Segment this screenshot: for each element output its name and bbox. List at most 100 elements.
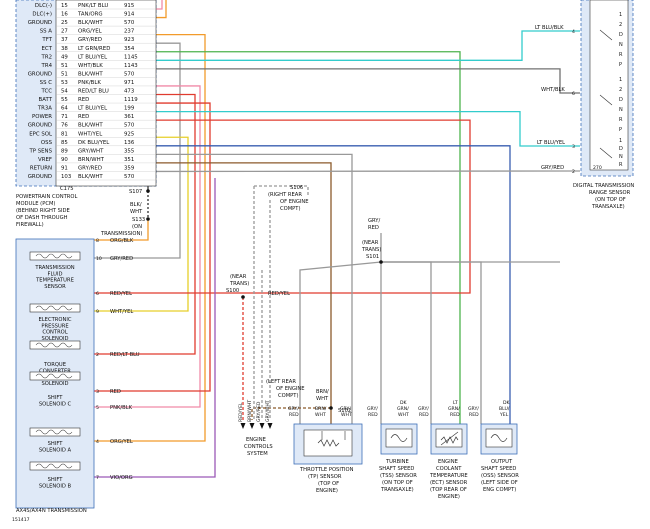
- transmission-pin-number: 5: [96, 405, 99, 411]
- pcm-pin-circuit: 237: [124, 29, 134, 35]
- tss-sensor-label: SHAFT SPEED: [379, 466, 414, 472]
- pcm-title-line: (BEHIND RIGHT SIDE: [16, 208, 70, 214]
- pcm-pin-color: DK BLU/YEL: [78, 140, 109, 146]
- drop-label: GRY/RED: [256, 401, 262, 422]
- transmission-component-label: SHIFT: [48, 395, 64, 401]
- pcm-pin-color: WHT/YEL: [78, 131, 102, 137]
- transmission-component-label: SENSOR: [44, 284, 66, 290]
- dtr-pin-number: 2: [572, 169, 575, 175]
- dtr-switch-pos: R: [619, 52, 623, 58]
- pcm-pin-color: BLK/WHT: [78, 174, 103, 180]
- pcm-pin-color: ORG/YEL: [78, 29, 102, 35]
- pcm-pin-number: 103: [61, 174, 71, 180]
- splice-s102-label: S102: [338, 408, 351, 414]
- tss-sensor-wire: GRY/: [367, 406, 378, 412]
- wire-layer: [94, 0, 581, 478]
- pcm-pin-circuit: 914: [124, 12, 135, 18]
- pcm-pin-name: GROUND: [28, 123, 52, 129]
- pcm-pin-number: 64: [61, 106, 68, 112]
- pcm-pin-color: PNK/LT BLU: [78, 3, 108, 9]
- dtr-switch-pos: N: [619, 42, 623, 48]
- tp-sensor-wire: GRY/: [288, 406, 299, 412]
- pcm-pin-color: BLK/WHT: [78, 123, 103, 129]
- pcm-pin-number: 91: [61, 165, 68, 171]
- pcm-pin-number: 16: [61, 12, 68, 18]
- splice-dot: [146, 217, 150, 221]
- pcm-pin-circuit: 570: [124, 123, 135, 129]
- dtr-wire-label: WHT/BLK: [541, 87, 565, 93]
- dtr-switch-pos: D: [619, 146, 623, 152]
- dtr-sensor-label: TRANSAXLE): [591, 204, 625, 210]
- pcm-pin-number: 71: [61, 114, 68, 120]
- wire: [94, 93, 196, 355]
- transmission-title: AX4S/AX4N TRANSMISSION: [16, 508, 87, 514]
- pcm-pin-circuit: 1145: [124, 54, 138, 60]
- tss-sensor-label: TRANSAXLE): [380, 487, 414, 493]
- wire: [94, 85, 201, 408]
- oss-sensor-label: ENG COMPT): [483, 487, 516, 493]
- ect-sensor-label: ENGINE): [438, 494, 460, 500]
- transmission-pin-label: ORG/BLK: [110, 238, 134, 244]
- pcm-pin-circuit: 473: [124, 89, 134, 95]
- ect-sensor-wire: RED: [450, 412, 460, 418]
- drop-label: BRN/WHT: [247, 400, 253, 422]
- ect-sensor-label: COOLANT: [436, 466, 462, 472]
- dtr-sensor-label: RANGE SENSOR: [589, 190, 631, 196]
- transmission-component-label: TEMPERATURE: [35, 278, 74, 284]
- coil-symbol: [35, 253, 73, 259]
- dtr-switch-pos: 1: [619, 77, 622, 83]
- pcm-pin-name: BATT: [39, 97, 53, 103]
- pcm-pin-name: TCC: [40, 89, 52, 95]
- pcm-pin-name: OSS: [41, 140, 53, 146]
- transmission-component-label: PRESSURE: [41, 323, 68, 329]
- wire: [156, 68, 580, 94]
- pcm-pin-color: BLK/WHT: [78, 20, 103, 26]
- splice-s102-label: OF ENGINE: [276, 386, 305, 392]
- pcm-pin-circuit: 570: [124, 71, 135, 77]
- ect-sensor-label: ENGINE: [438, 459, 458, 465]
- splice-s101-label: TRANS): [361, 247, 381, 253]
- dtr-sensor-label: DIGITAL TRANSMISSION: [573, 183, 634, 189]
- arrow-down-icon: [259, 423, 265, 429]
- dtr-switch-pos: 2: [619, 22, 622, 28]
- splice-s100-label: S100: [226, 288, 239, 294]
- oss-sensor-wire: BLU/: [499, 406, 510, 412]
- dtr-switch-pos: 2: [619, 87, 622, 93]
- pcm-pin-number: 81: [61, 131, 68, 137]
- transmission-pin-number: 7: [96, 475, 99, 481]
- dtr-sensor-label: (ON TOP OF: [595, 197, 626, 203]
- pcm-pin-name: GROUND: [28, 174, 52, 180]
- dtr-wire-label: LT BLU/BLK: [535, 25, 564, 31]
- splice-s102-label: COMPT): [278, 393, 299, 399]
- wire: [94, 136, 189, 312]
- splice-s101-label: S101: [366, 254, 379, 260]
- ect-sensor-label: TEMPERATURE: [429, 473, 468, 479]
- tss-sensor-label: (ON TOP OF: [382, 480, 413, 486]
- pcm-pin-number: 51: [61, 71, 68, 77]
- pcm-title: POWERTRAIN CONTROL MODULE (PCM) (BEHIND …: [16, 194, 77, 228]
- tss-sensor-label: (TSS) SENSOR: [380, 473, 417, 479]
- wire: [251, 407, 331, 420]
- splice-s102-label: (LEFT REAR: [266, 379, 296, 385]
- tp-sensor-wire: WHT: [341, 412, 352, 418]
- dtr-pin-number: 3: [572, 144, 575, 150]
- engine-controls-label: SYSTEM: [247, 451, 268, 457]
- splice-dot: [329, 406, 333, 410]
- oss-sensor-wire: DK: [503, 400, 511, 406]
- coil-symbol: [35, 463, 73, 469]
